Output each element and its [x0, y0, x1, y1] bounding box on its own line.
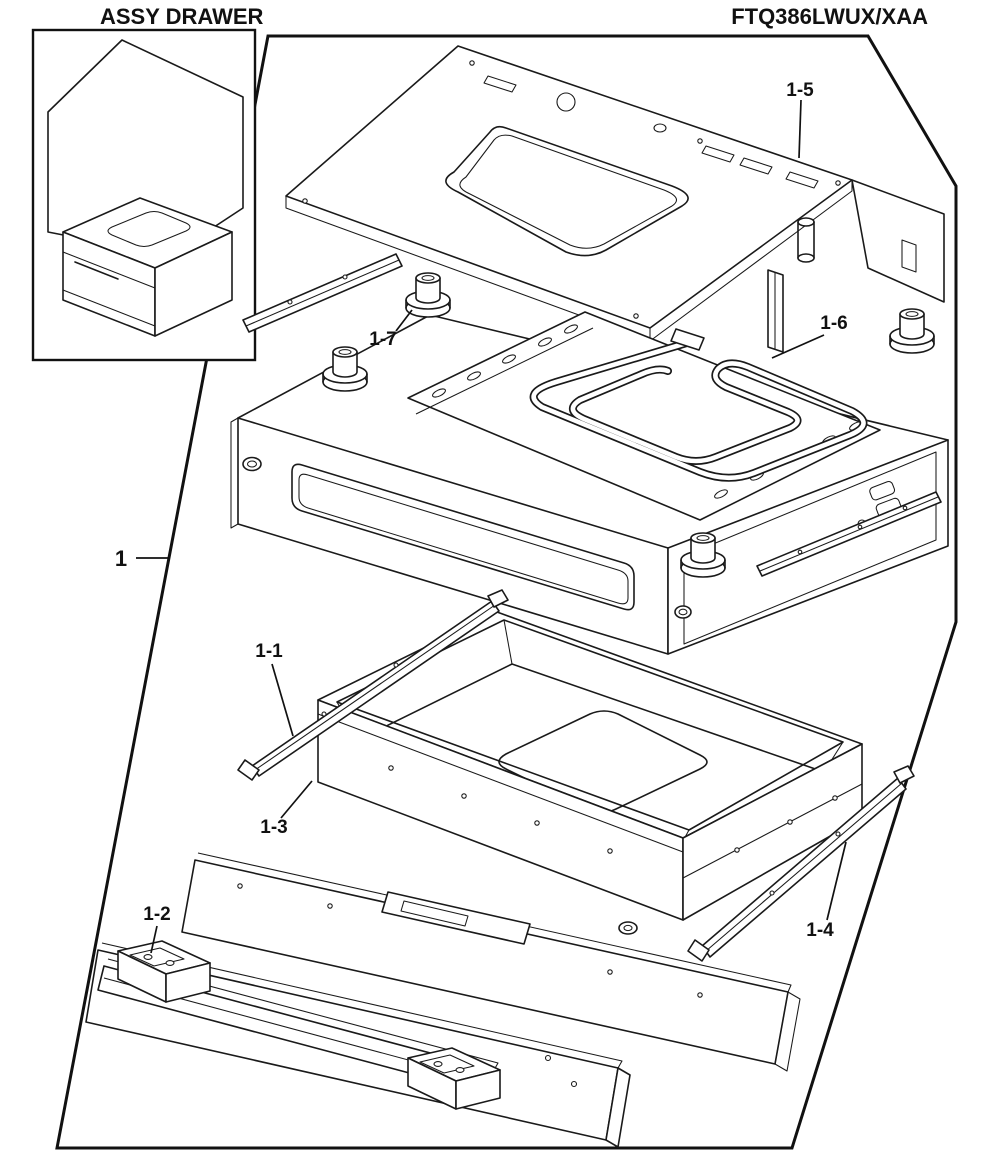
heating-element-part — [407, 311, 881, 521]
part-label-1-5: 1-5 — [786, 80, 814, 101]
rail-upper-left — [242, 253, 403, 333]
part-label-1-6: 1-6 — [820, 313, 847, 334]
rail-left-part — [237, 589, 509, 781]
drawer-body-part — [317, 611, 863, 935]
leader-1-5 — [798, 99, 802, 159]
leveling-foot — [405, 272, 451, 318]
rear-flap-part — [797, 179, 945, 303]
front-inner-panel-part — [181, 852, 801, 1072]
part-label-1-4: 1-4 — [806, 920, 834, 941]
part-label-1-7: 1-7 — [369, 329, 396, 350]
leader-1-1 — [271, 663, 294, 737]
model-number: FTQ386LWUX/XAA — [731, 4, 928, 29]
grommet — [242, 456, 692, 619]
inset-thumbnail — [31, 28, 257, 362]
leveling-foot — [322, 346, 368, 392]
part-label-1-2: 1-2 — [143, 904, 170, 925]
part-label-1-3: 1-3 — [260, 817, 287, 838]
part-label-1: 1 — [115, 546, 127, 571]
leader-1-2 — [150, 925, 158, 954]
top-panel-part — [285, 45, 853, 342]
frame-border — [55, 34, 958, 1150]
rail-housing-right — [756, 491, 942, 577]
handle-bracket-right — [407, 1047, 501, 1110]
element-bracket-part — [767, 269, 784, 353]
part-label-1-1: 1-1 — [255, 641, 283, 662]
page-title: ASSY DRAWER — [100, 4, 264, 29]
leader-1-6 — [771, 334, 825, 359]
leveling-foot — [680, 532, 726, 578]
leader-1-3 — [280, 780, 313, 819]
leader-1-4 — [826, 841, 847, 921]
rail-right-part — [687, 765, 915, 962]
leveling-foot — [889, 308, 935, 354]
drawer-case-part — [230, 269, 949, 655]
handle-bracket-left — [117, 940, 211, 1003]
drawer-roller — [618, 921, 638, 935]
leader-1-7 — [395, 309, 413, 332]
